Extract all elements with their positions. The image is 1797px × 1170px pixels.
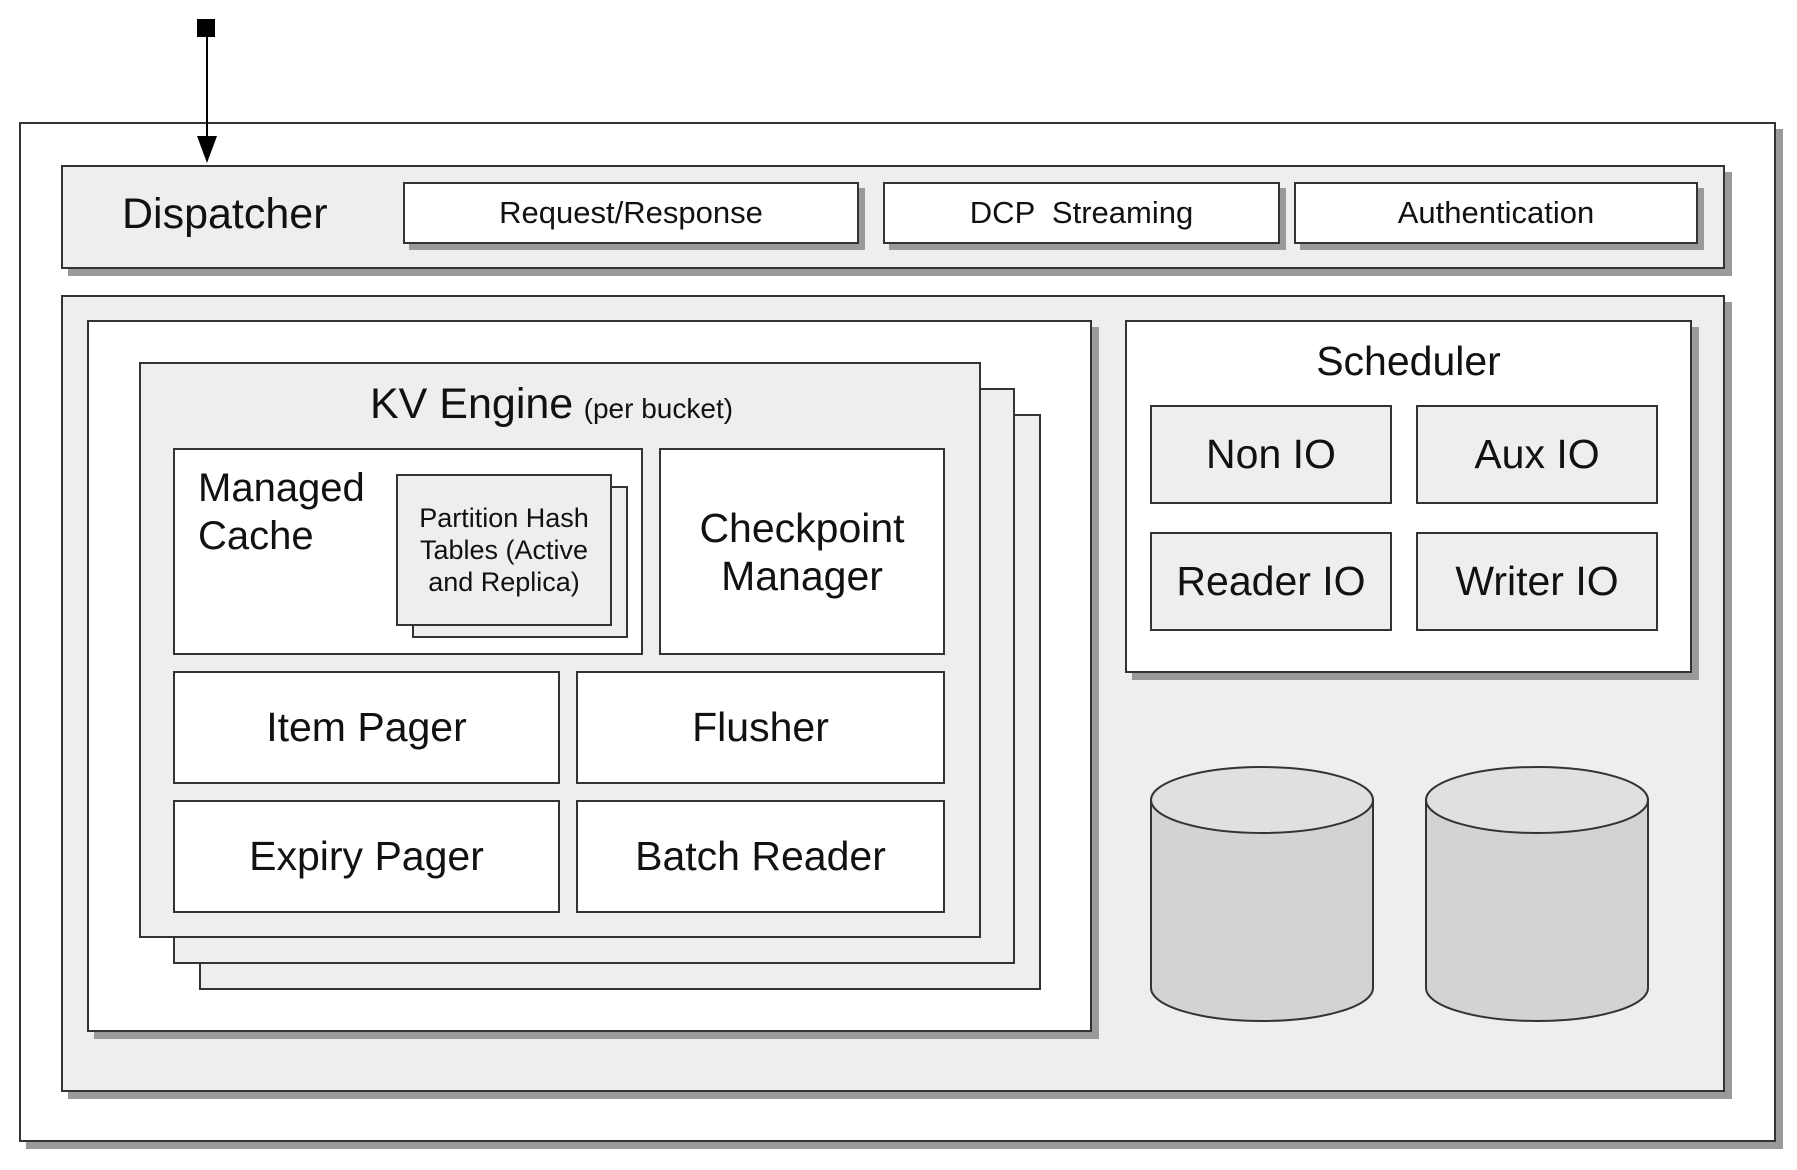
reader-io-box: Reader IO: [1150, 532, 1392, 631]
checkpoint-label-line1: Checkpoint: [699, 504, 905, 551]
writer-io-label: Writer IO: [1455, 558, 1619, 604]
storage-disk-2-icon: [1425, 766, 1649, 1022]
managed-cache-label-line1: Managed: [198, 466, 365, 510]
flusher-box: Flusher: [576, 671, 945, 784]
batch-reader-box: Batch Reader: [576, 800, 945, 913]
aux-io-box: Aux IO: [1416, 405, 1658, 504]
scheduler-title: Scheduler: [1316, 338, 1501, 384]
batch-reader-label: Batch Reader: [635, 833, 886, 879]
partition-label-line3: and Replica): [428, 567, 580, 597]
non-io-box: Non IO: [1150, 405, 1392, 504]
dcp-streaming-label: DCP Streaming: [969, 195, 1194, 230]
expiry-pager-box: Expiry Pager: [173, 800, 560, 913]
kv-engine-title: KV Engine (per bucket): [370, 380, 733, 429]
writer-io-box: Writer IO: [1416, 532, 1658, 631]
dcp-streaming-module: DCP Streaming: [883, 182, 1280, 244]
non-io-label: Non IO: [1206, 431, 1336, 477]
request-response-module: Request/Response: [403, 182, 859, 244]
item-pager-label: Item Pager: [266, 704, 467, 750]
item-pager-box: Item Pager: [173, 671, 560, 784]
partition-label-line2: Tables (Active: [419, 535, 589, 565]
managed-cache-label-line2: Cache: [198, 514, 314, 558]
request-response-label: Request/Response: [499, 195, 763, 230]
flusher-label: Flusher: [692, 704, 829, 750]
partition-hash-tables-box: Partition Hash Tables (Active and Replic…: [396, 474, 612, 626]
kv-engine-subtitle: (per bucket): [583, 393, 734, 424]
aux-io-label: Aux IO: [1474, 431, 1600, 477]
entry-point-marker: [197, 19, 215, 37]
reader-io-label: Reader IO: [1176, 558, 1366, 604]
storage-disk-1-icon: [1150, 766, 1374, 1022]
managed-cache-label: Managed Cache: [198, 464, 365, 560]
dispatcher-title: Dispatcher: [122, 190, 328, 238]
authentication-label: Authentication: [1397, 195, 1595, 230]
authentication-module: Authentication: [1294, 182, 1698, 244]
partition-label-line1: Partition Hash: [419, 503, 589, 533]
checkpoint-manager-box: Checkpoint Manager: [659, 448, 945, 655]
arrow-head-icon: [197, 136, 217, 163]
expiry-pager-label: Expiry Pager: [249, 833, 484, 879]
checkpoint-label-line2: Manager: [721, 552, 883, 599]
kv-engine-title-text: KV Engine: [370, 380, 574, 428]
